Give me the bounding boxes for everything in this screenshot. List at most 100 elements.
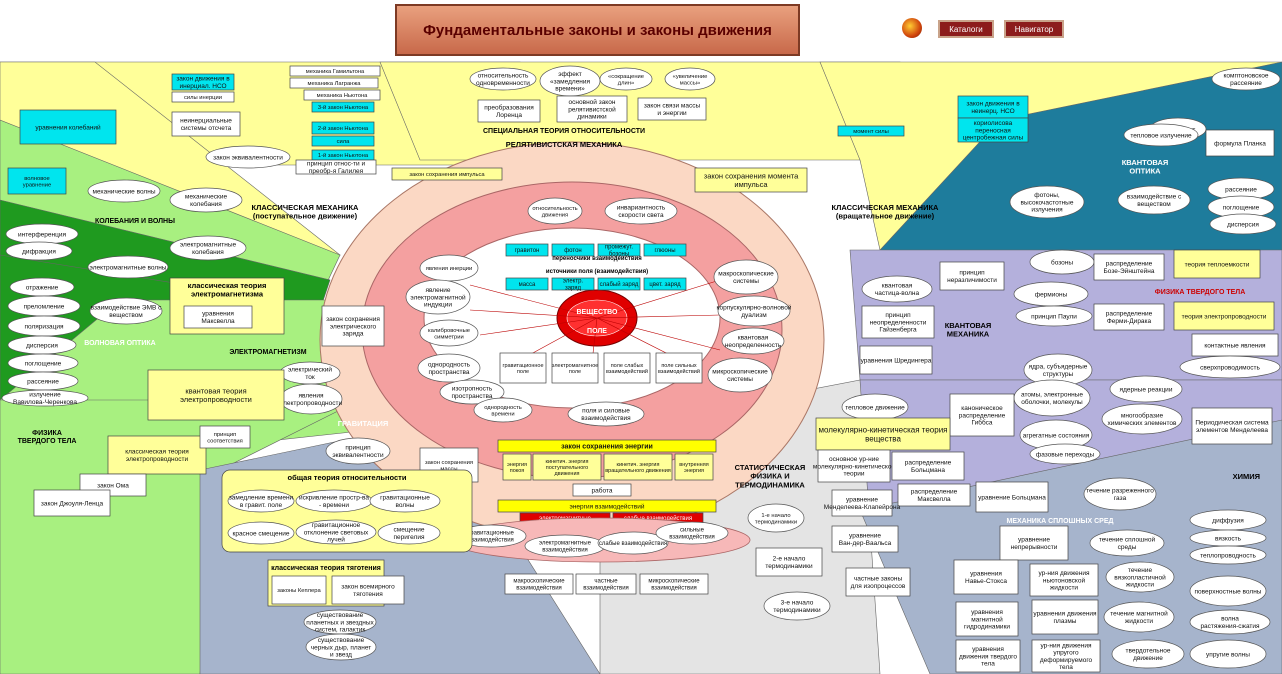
concept-node[interactable]: механика Лагранжа (289, 77, 379, 89)
source-box[interactable]: электр.заряд (551, 277, 595, 291)
concept-node[interactable]: дифракция (5, 241, 73, 261)
concept-node[interactable]: формула Планка (1205, 129, 1275, 157)
concept-node[interactable]: контактные явления (1191, 333, 1279, 357)
carrier-box[interactable]: фотон (551, 243, 595, 257)
concept-node[interactable]: искривление простр-ва- времени (295, 489, 373, 513)
concept-node[interactable]: закон Джоуля-Ленца (33, 489, 111, 517)
carrier-box[interactable]: глюоны (643, 243, 687, 257)
concept-node[interactable]: дисперсия (7, 335, 77, 355)
concept-node[interactable]: уравнения Шредингера (859, 345, 933, 375)
carrier-box[interactable]: промежут.бозоны (597, 243, 641, 257)
concept-node[interactable]: фазовые переходы (1029, 443, 1101, 465)
carrier-box[interactable]: гравитон (505, 243, 549, 257)
concept-node[interactable]: уравнение Больцмана (975, 481, 1049, 513)
concept-node[interactable]: вязкость (1189, 529, 1267, 547)
source-box[interactable]: слабый заряд (597, 277, 641, 291)
concept-node[interactable]: теплопроводность (1189, 545, 1267, 565)
concept-node[interactable]: принцип Паули (1015, 305, 1093, 327)
concept-node[interactable]: поляризация (7, 315, 81, 337)
concept-node[interactable]: теория электропроводности (1173, 301, 1275, 331)
concept-node[interactable]: теория теплоемкости (1173, 249, 1261, 279)
concept-node[interactable]: момент силы (837, 125, 905, 137)
concept-node[interactable]: механические волны (87, 179, 161, 203)
concept-node[interactable]: интерференция (5, 223, 79, 245)
concept-node[interactable]: силы инерции (171, 91, 235, 103)
concept-node[interactable]: закон эквивалентности (205, 145, 291, 169)
concept-node[interactable]: уравнения колебаний (19, 109, 117, 145)
concept-node[interactable]: упругие волны (1189, 639, 1267, 669)
concept-node[interactable]: отражение (9, 277, 75, 297)
concept-node[interactable]: сверхпроводимость (1179, 355, 1281, 379)
work-box[interactable]: работа (572, 483, 632, 497)
source-box[interactable]: цвет. заряд (643, 277, 687, 291)
concept-node[interactable]: механика Гамильтона (289, 65, 381, 77)
concept-node[interactable]: тепловое движение (841, 393, 909, 421)
interaction-energy-box[interactable]: энергия взаимодействий (497, 499, 717, 513)
concept-node[interactable]: дисперсия (1209, 213, 1277, 235)
concept-node[interactable]: закон сохранения импульса (391, 167, 503, 181)
concept-node[interactable]: тепловое излучение (1123, 123, 1199, 147)
concept-node[interactable]: 1-й закон Ньютона (311, 149, 375, 161)
